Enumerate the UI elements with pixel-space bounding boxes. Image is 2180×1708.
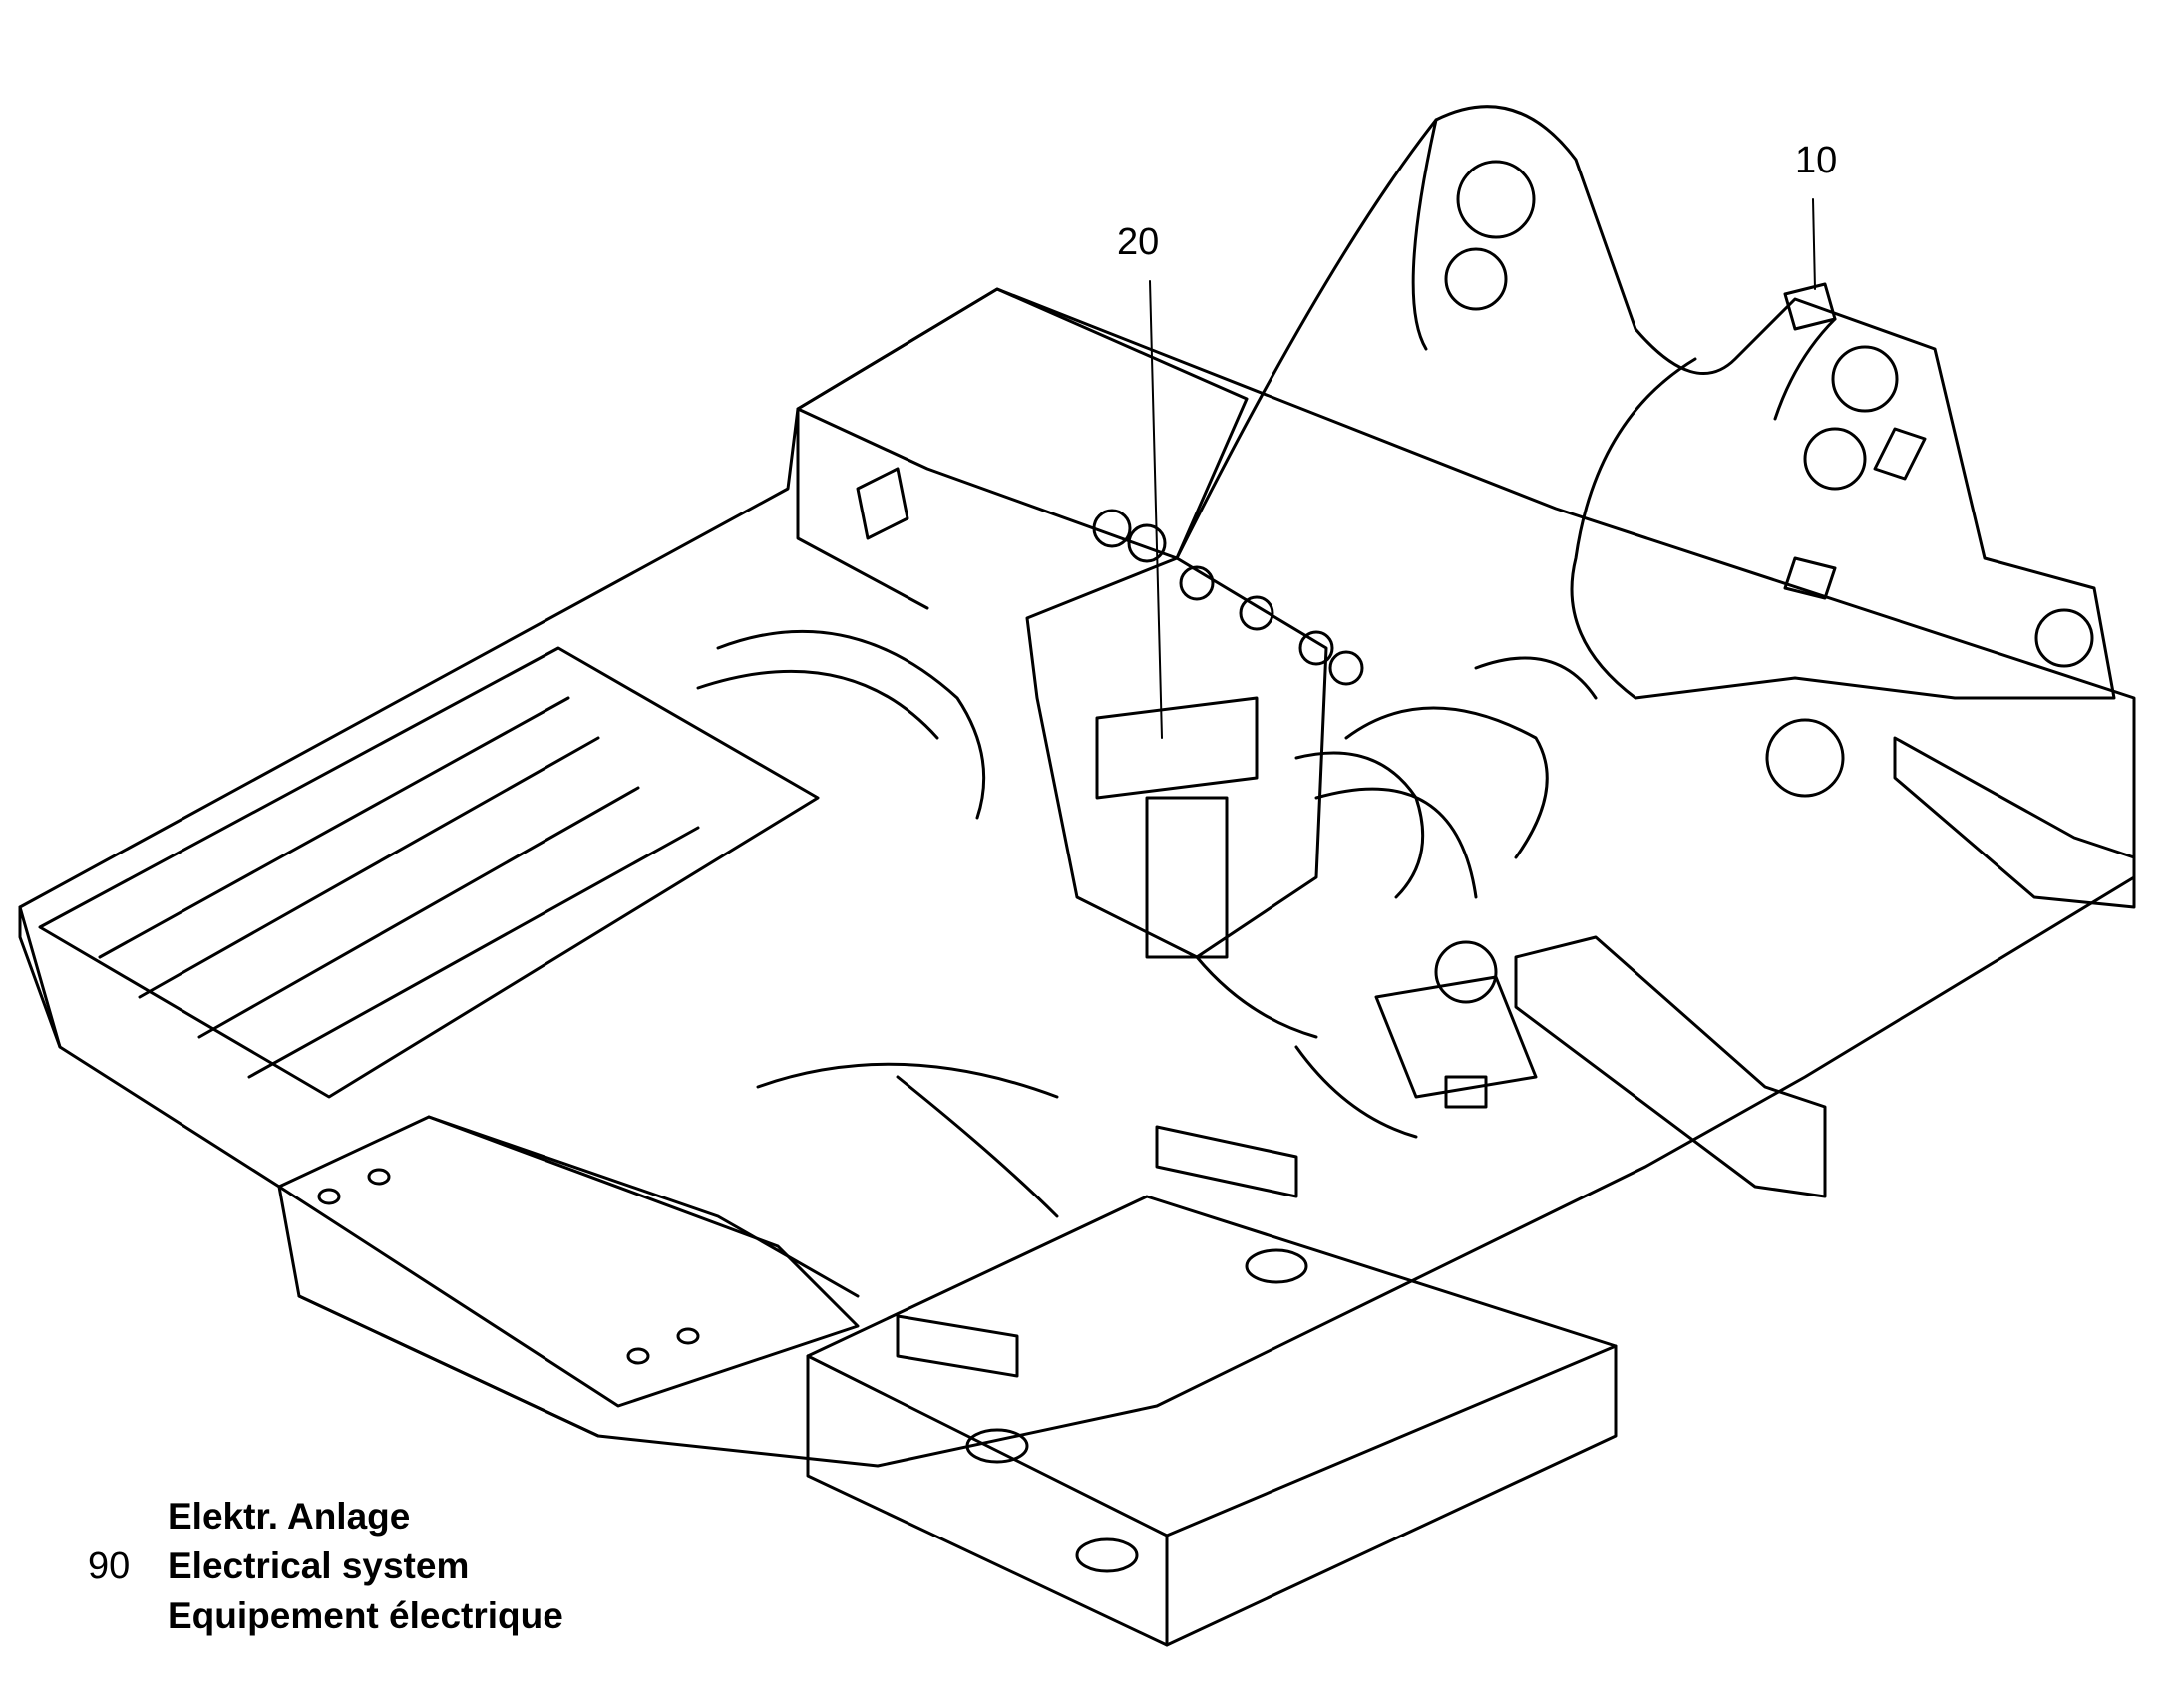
component-10 — [1773, 282, 1837, 421]
callout-item-10: 10 — [1795, 140, 1838, 181]
section-number: 90 — [88, 1545, 131, 1587]
left-tray — [38, 646, 820, 1099]
leader-line-10 — [1812, 198, 1816, 290]
rear-tray — [806, 1125, 1618, 1647]
title-german: Elektr. Anlage — [168, 1496, 411, 1537]
accumulator-group — [1294, 940, 1538, 1139]
main-frame — [18, 287, 2136, 1468]
upper-deck — [796, 287, 1249, 610]
valve-block — [696, 509, 1478, 1039]
callout-item-20: 20 — [1117, 221, 1160, 263]
right-outrigger — [1514, 736, 2136, 1198]
leader-line-20 — [1149, 280, 1163, 739]
front-crossbeam — [277, 1115, 860, 1408]
slew-ring — [756, 656, 1598, 1218]
boom-tower — [1175, 105, 2116, 798]
title-french: Equipement électrique — [168, 1595, 563, 1636]
title-english: Electrical system — [168, 1545, 470, 1586]
